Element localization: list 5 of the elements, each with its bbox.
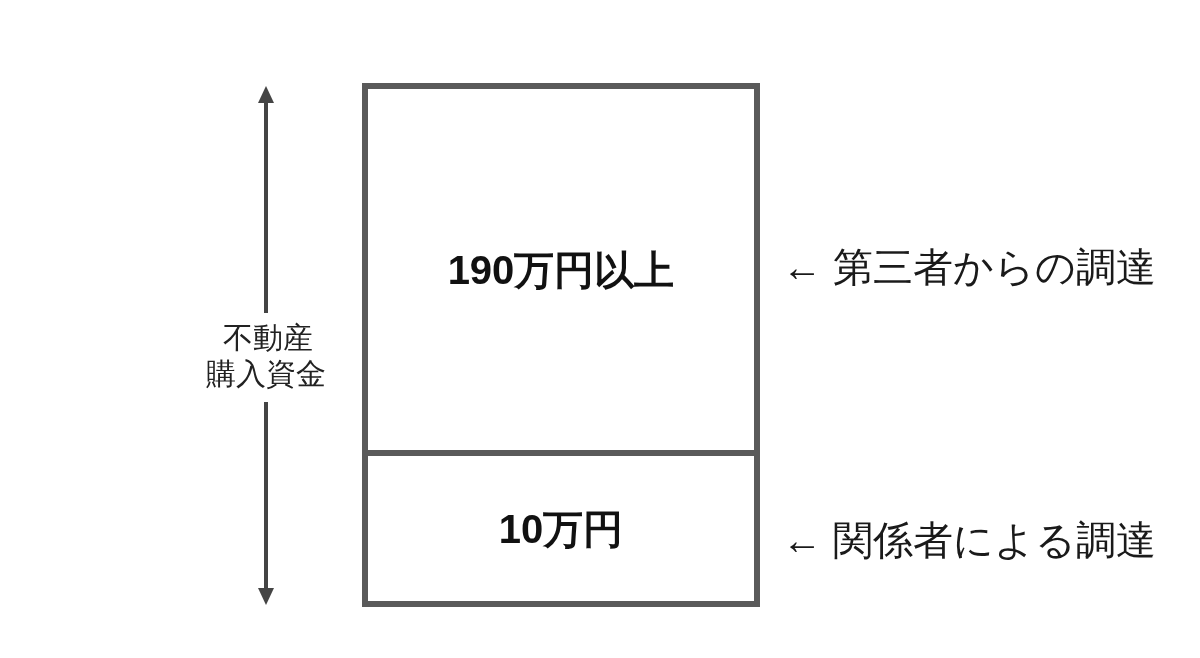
dimension-label: 不動産購入資金 bbox=[205, 320, 327, 392]
funding-source-label: ← 関係者による調達 bbox=[782, 516, 1157, 564]
funding-source-label: ← 第三者からの調達 bbox=[782, 243, 1157, 291]
amount-label: 190万円以上 bbox=[447, 246, 675, 294]
amount-label: 10万円 bbox=[498, 505, 624, 553]
